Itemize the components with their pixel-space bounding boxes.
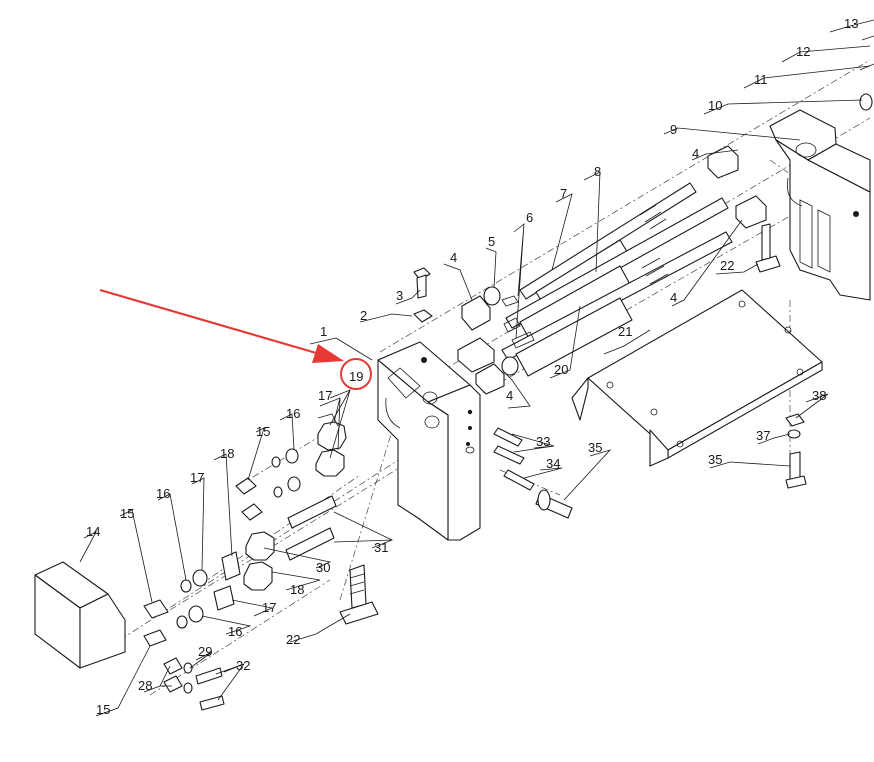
label-28: 28: [138, 678, 152, 693]
label-37: 37: [756, 428, 770, 443]
shafts: [501, 182, 733, 377]
label-1: 1: [320, 324, 327, 339]
part-14-cover: [34, 561, 126, 669]
label-18: 18: [290, 582, 304, 597]
label-6: 6: [526, 210, 533, 225]
part-4-couplings: [457, 145, 767, 395]
label-22: 22: [720, 258, 734, 273]
label-21: 21: [618, 324, 632, 339]
label-35: 35: [708, 452, 722, 467]
label-38: 38: [812, 388, 826, 403]
label-16: 16: [286, 406, 300, 421]
label-35: 35: [588, 440, 602, 455]
label-18: 18: [220, 446, 234, 461]
label-30: 30: [316, 560, 330, 575]
label-31: 31: [374, 540, 388, 555]
label-2: 2: [360, 308, 367, 323]
label-11: 11: [754, 72, 768, 87]
label-14: 14: [86, 524, 100, 539]
label-33: 33: [536, 434, 550, 449]
right-fasteners: [493, 413, 807, 519]
label-4: 4: [450, 250, 457, 265]
label-17: 17: [318, 388, 332, 403]
part-22-bolts: [339, 223, 781, 625]
small-fasteners: [143, 448, 337, 711]
label-29: 29: [198, 644, 212, 659]
part-9-rear-bracket: [769, 109, 871, 301]
part-2-3-bolt-nut: [413, 267, 433, 323]
label-17: 17: [190, 470, 204, 485]
label-10: 10: [708, 98, 722, 113]
highlight-circle: [340, 358, 372, 390]
label-22: 22: [286, 632, 300, 647]
label-7: 7: [560, 186, 567, 201]
label-5: 5: [488, 234, 495, 249]
label-34: 34: [546, 456, 560, 471]
part-1-bracket: [377, 341, 481, 541]
label-12: 12: [796, 44, 810, 59]
label-20: 20: [554, 362, 568, 377]
part-10-13-top: [859, 35, 874, 111]
label-9: 9: [670, 122, 677, 137]
label-8: 8: [594, 164, 601, 179]
label-16: 16: [156, 486, 170, 501]
leader-lines: [79, 19, 874, 717]
label-32: 32: [236, 658, 250, 673]
label-4: 4: [670, 290, 677, 305]
part-labels: 1 2 3 4 4 4 4 5 6 7 8 9 10 11 12 13 14 1…: [86, 16, 858, 717]
part-21-base-plate: [571, 289, 823, 467]
label-13: 13: [844, 16, 858, 31]
pointer-arrow: [99, 288, 344, 363]
label-15: 15: [96, 702, 110, 717]
label-15: 15: [120, 506, 134, 521]
label-19-highlighted: 19: [349, 369, 363, 384]
label-3: 3: [396, 288, 403, 303]
label-17: 17: [262, 600, 276, 615]
label-15: 15: [256, 424, 270, 439]
label-16: 16: [228, 624, 242, 639]
label-4: 4: [692, 146, 699, 161]
label-4: 4: [506, 388, 513, 403]
